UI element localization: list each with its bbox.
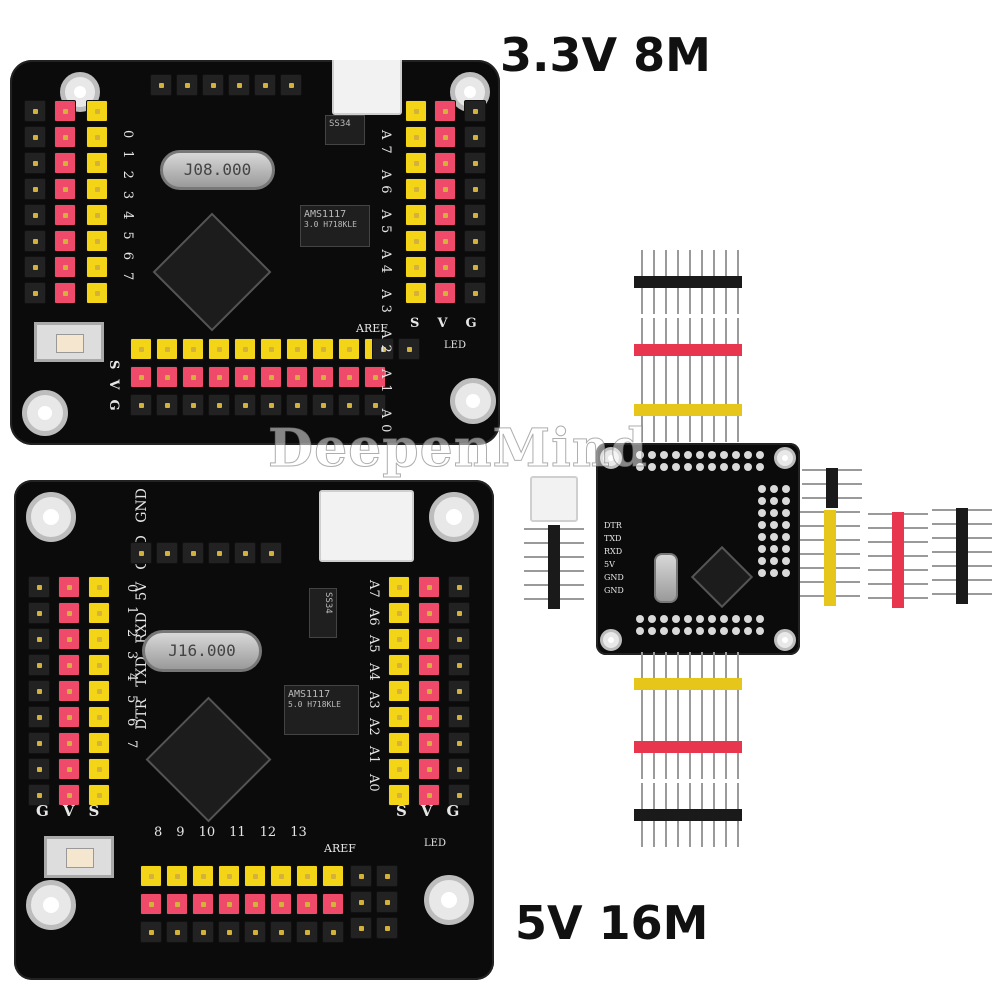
pin-holes-right xyxy=(758,485,790,577)
jst-connector xyxy=(332,60,402,115)
header-strip-black-vertical xyxy=(524,525,584,609)
mounting-hole xyxy=(600,447,622,469)
mcu-chip xyxy=(152,212,272,332)
regulator-sublabel: 3.0 H718KLE xyxy=(304,220,357,229)
header-strip-yellow xyxy=(634,378,742,442)
header-strip-red xyxy=(634,318,742,382)
diode: SS34 xyxy=(309,588,337,638)
led-label: LED xyxy=(424,838,446,849)
crystal-oscillator: J08.000 xyxy=(160,150,275,190)
right-header-yellow xyxy=(405,100,427,304)
board-3v3-8m: J08.000 AMS1117 3.0 H718KLE SS34 A7 A6 A… xyxy=(10,60,500,445)
board-bare-with-headers: DTR TXD RXD 5V GND GND xyxy=(596,443,800,655)
jst-connector xyxy=(319,490,414,562)
jst-connector-loose xyxy=(530,476,578,522)
bottom-header-red xyxy=(140,893,344,915)
header-strip-yellow-vertical xyxy=(800,510,860,606)
aref-label: AREF xyxy=(324,842,356,855)
left-header-red xyxy=(54,100,76,304)
left-header-yellow xyxy=(88,576,110,806)
digital-pin-labels: 01234567 xyxy=(120,130,135,293)
header-strip-black-short xyxy=(802,468,862,508)
regulator-label: AMS1117 xyxy=(304,209,347,220)
header-strip-yellow xyxy=(634,652,742,716)
crystal-oscillator xyxy=(654,553,678,603)
mounting-hole xyxy=(774,629,796,651)
aref-label: AREF xyxy=(356,322,388,335)
side-labels-left: SVG xyxy=(106,360,121,421)
variant-label-3v3: 3.3V 8M xyxy=(500,28,711,82)
right-header-red xyxy=(434,100,456,304)
header-strip-black-vertical xyxy=(932,508,992,604)
right-header-yellow xyxy=(388,576,410,806)
mcu-chip xyxy=(690,545,754,609)
watermark: DeepenMind xyxy=(268,418,648,480)
left-header-yellow xyxy=(86,100,108,304)
voltage-regulator: AMS1117 3.0 H718KLE xyxy=(300,205,370,247)
icsp-header xyxy=(350,865,372,939)
crystal-oscillator: J16.000 xyxy=(142,630,262,672)
icsp-header-2 xyxy=(376,865,398,939)
mounting-hole xyxy=(22,390,68,436)
board-5v-16m: DTR TXD RXD 5V GND GND xyxy=(14,480,494,980)
right-header-red xyxy=(418,576,440,806)
bottom-header-red xyxy=(130,366,386,388)
header-strip-black xyxy=(634,250,742,314)
mounting-hole xyxy=(600,629,622,651)
mcu-chip xyxy=(145,696,272,823)
icsp-header xyxy=(372,338,420,360)
bottom-header-yellow xyxy=(140,865,344,887)
mounting-hole xyxy=(26,492,76,542)
mounting-hole xyxy=(424,875,474,925)
serial-pin-labels: DTR TXD RXD 5V GND GND xyxy=(604,521,624,595)
right-header-black xyxy=(464,100,486,304)
mounting-hole xyxy=(774,447,796,469)
header-strip-red xyxy=(634,715,742,779)
left-header-red xyxy=(58,576,80,806)
led-label: LED xyxy=(444,340,466,351)
mounting-hole xyxy=(26,880,76,930)
side-labels: SVG xyxy=(410,316,495,331)
analog-pin-labels: A7 A6 A5 A4 A3 A2 A1 A0 xyxy=(378,130,393,439)
voltage-regulator: AMS1117 5.0 H718KLE xyxy=(284,685,359,735)
mounting-hole xyxy=(450,378,496,424)
bottom-header-black xyxy=(130,394,386,416)
reset-button[interactable] xyxy=(44,836,114,878)
pin-holes-bottom xyxy=(636,615,764,635)
bottom-header-yellow xyxy=(130,338,386,360)
reset-button[interactable] xyxy=(34,322,104,362)
pin-holes-top xyxy=(636,451,764,471)
right-header-black xyxy=(448,576,470,806)
left-header-black xyxy=(24,100,46,304)
serial-header xyxy=(150,74,302,96)
bottom-header-black xyxy=(140,921,344,943)
header-strip-red-vertical xyxy=(868,512,928,608)
variant-label-5v: 5V 16M xyxy=(515,896,709,950)
left-header-black xyxy=(28,576,50,806)
regulator-sublabel: 5.0 H718KLE xyxy=(288,700,341,709)
serial-header xyxy=(130,542,282,564)
header-strip-black xyxy=(634,783,742,847)
mounting-hole xyxy=(429,492,479,542)
diode: SS34 xyxy=(325,115,365,145)
regulator-label: AMS1117 xyxy=(288,689,331,700)
